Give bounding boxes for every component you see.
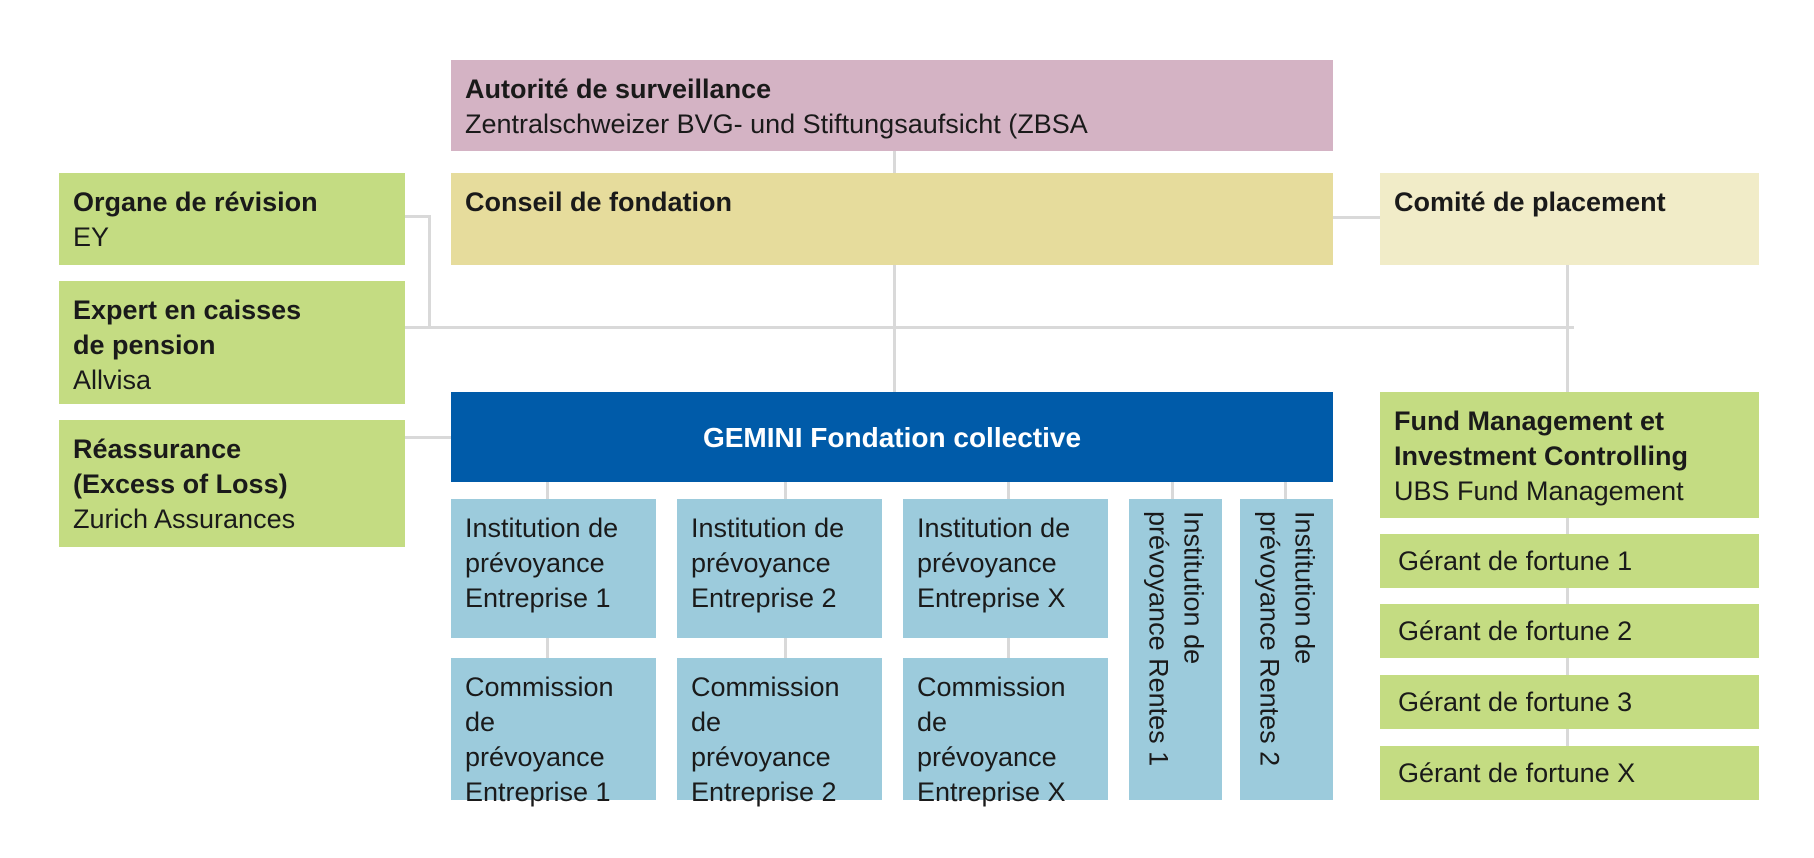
investment-committee-box: Comité de placement	[1380, 173, 1759, 265]
commission-1-line1: Commission	[465, 672, 614, 702]
audit-body-name: EY	[73, 222, 110, 252]
commission-box-2: Commission de prévoyance Entreprise 2	[677, 658, 882, 807]
connector-audit-vertical	[428, 215, 431, 329]
institution-1-line2: prévoyance	[465, 548, 605, 578]
reinsurance-title-line2: (Excess of Loss)	[73, 469, 288, 499]
connector-inst-commission-1	[546, 638, 549, 658]
foundation-board-title: Conseil de fondation	[465, 187, 732, 217]
asset-manager-3-label: Gérant de fortune 3	[1398, 686, 1633, 717]
connector-foundation-pension-2	[1284, 482, 1287, 499]
pension-institution-1-line2: prévoyance Rentes 1	[1143, 511, 1174, 767]
supervisory-authority-box: Autorité de surveillance Zentralschweize…	[451, 60, 1333, 151]
connector-committee-right	[1566, 265, 1569, 392]
connector-foundation-inst-1	[546, 482, 549, 499]
asset-manager-1-label: Gérant de fortune 1	[1398, 545, 1633, 576]
connector-reinsurance	[405, 436, 451, 439]
institution-box-2: Institution de prévoyance Entreprise 2	[677, 499, 882, 638]
fund-management-box: Fund Management et Investment Controllin…	[1380, 392, 1759, 518]
institution-box-x: Institution de prévoyance Entreprise X	[903, 499, 1108, 638]
pension-institution-box-1: Institution de prévoyance Rentes 1	[1129, 499, 1222, 800]
pension-expert-title-line1: Expert en caisses	[73, 295, 302, 325]
fund-management-title-line1: Fund Management et	[1394, 406, 1665, 436]
commission-2-line2: de prévoyance	[691, 707, 831, 772]
institution-1-line1: Institution de	[465, 513, 619, 543]
institution-2-line2: prévoyance	[691, 548, 831, 578]
fund-management-name: UBS Fund Management	[1394, 476, 1684, 506]
commission-2-line1: Commission	[691, 672, 840, 702]
connector-foundation-inst-x	[1007, 482, 1010, 499]
institution-x-line3: Entreprise X	[917, 583, 1066, 613]
connector-inst-commission-x	[1007, 638, 1010, 658]
commission-x-line1: Commission	[917, 672, 1066, 702]
asset-manager-box-1: Gérant de fortune 1	[1380, 534, 1759, 588]
commission-x-line2: de prévoyance	[917, 707, 1057, 772]
pension-institution-1-line1: Institution de	[1178, 511, 1209, 665]
institution-2-line1: Institution de	[691, 513, 845, 543]
asset-manager-box-2: Gérant de fortune 2	[1380, 604, 1759, 658]
institution-x-line1: Institution de	[917, 513, 1071, 543]
pension-institution-2-line1: Institution de	[1289, 511, 1320, 665]
supervisory-authority-title: Autorité de surveillance	[465, 74, 772, 104]
asset-manager-box-3: Gérant de fortune 3	[1380, 675, 1759, 729]
commission-1-line2: de prévoyance	[465, 707, 605, 772]
foundation-title: GEMINI Fondation collective	[702, 421, 1082, 453]
commission-x-line3: Entreprise X	[917, 777, 1066, 807]
foundation-box: GEMINI Fondation collective	[451, 392, 1333, 482]
institution-1-line3: Entreprise 1	[465, 583, 611, 613]
institution-box-1: Institution de prévoyance Entreprise 1	[451, 499, 656, 638]
commission-1-line3: Entreprise 1	[465, 777, 611, 807]
pension-expert-title-line2: de pension	[73, 330, 216, 360]
pension-expert-name: Allvisa	[73, 365, 152, 395]
pension-institution-box-2: Institution de prévoyance Rentes 2	[1240, 499, 1333, 800]
pension-expert-box: Expert en caisses de pension Allvisa	[59, 281, 405, 404]
asset-manager-x-label: Gérant de fortune X	[1398, 757, 1636, 788]
asset-manager-box-x: Gérant de fortune X	[1380, 746, 1759, 800]
pension-institution-2-line2: prévoyance Rentes 2	[1254, 511, 1285, 767]
connector-inst-commission-2	[784, 638, 787, 658]
commission-box-x: Commission de prévoyance Entreprise X	[903, 658, 1108, 807]
investment-committee-title: Comité de placement	[1394, 187, 1666, 217]
reinsurance-name: Zurich Assurances	[73, 504, 296, 534]
connector-foundation-pension-1	[1171, 482, 1174, 499]
pension-institution-1-text: Institution de prévoyance Rentes 1	[1141, 499, 1211, 766]
commission-2-line3: Entreprise 2	[691, 777, 837, 807]
connector-board-committee	[1333, 216, 1380, 219]
commission-box-1: Commission de prévoyance Entreprise 1	[451, 658, 656, 807]
connector-foundation-inst-2	[784, 482, 787, 499]
supervisory-authority-name: Zentralschweizer BVG- und Stiftungsaufsi…	[465, 109, 1088, 139]
institution-x-line2: prévoyance	[917, 548, 1057, 578]
asset-manager-2-label: Gérant de fortune 2	[1398, 615, 1633, 646]
connector-audit-stub	[405, 215, 431, 218]
reinsurance-title-line1: Réassurance	[73, 434, 242, 464]
reinsurance-box: Réassurance (Excess of Loss) Zurich Assu…	[59, 420, 405, 547]
audit-body-box: Organe de révision EY	[59, 173, 405, 265]
pension-institution-2-text: Institution de prévoyance Rentes 2	[1252, 499, 1322, 766]
institution-2-line3: Entreprise 2	[691, 583, 837, 613]
fund-management-title-line2: Investment Controlling	[1394, 441, 1689, 471]
connector-horizontal-main	[405, 326, 1574, 329]
audit-body-title: Organe de révision	[73, 187, 318, 217]
connector-supervisory-board	[893, 151, 896, 173]
foundation-board-box: Conseil de fondation	[451, 173, 1333, 265]
